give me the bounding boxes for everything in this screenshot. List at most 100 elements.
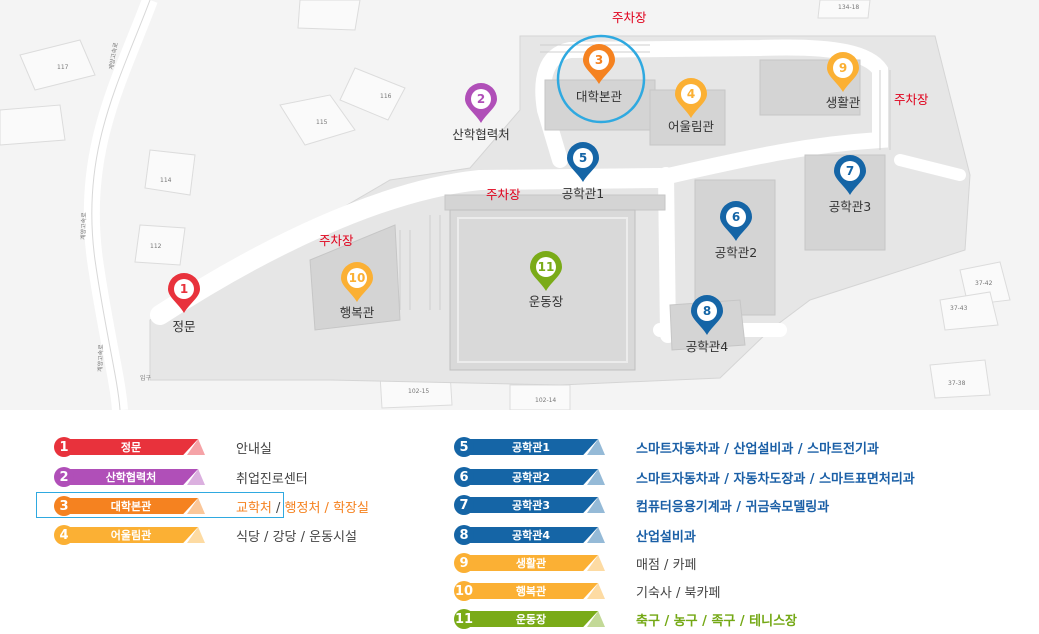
lot-number: 102-15 bbox=[408, 388, 429, 395]
map-building-label: 공학관2 bbox=[715, 245, 757, 260]
legend-description: 스마트자동차과 / 산업설비과 / 스마트전기과 bbox=[636, 441, 879, 457]
map-pin-dot bbox=[347, 268, 367, 288]
legend-building-name: 산학협력처 bbox=[64, 469, 198, 485]
legend-description: 취업진로센터 bbox=[236, 471, 308, 487]
map-pin-number: 11 bbox=[538, 260, 555, 274]
map-pin-number: 6 bbox=[732, 210, 740, 224]
map-pin-5[interactable]: 5 공학관1 bbox=[562, 142, 604, 201]
legend-description: 매점 / 카페 bbox=[636, 557, 697, 573]
lot-number: 115 bbox=[316, 119, 328, 126]
map-pin-number: 5 bbox=[579, 151, 587, 165]
map-pin-dot bbox=[840, 161, 860, 181]
legend-description: 교학처 / 행정처 / 학장실 bbox=[236, 497, 369, 516]
legend-number-badge: 10 bbox=[454, 581, 474, 601]
road-name: 계양고속로 bbox=[96, 344, 105, 372]
legend-building-name: 생활관 bbox=[464, 555, 598, 571]
building-eng1 bbox=[444, 194, 666, 211]
lot-number: 37-38 bbox=[948, 380, 966, 387]
map-pin-number: 9 bbox=[839, 61, 847, 75]
parking-label: 주차장 bbox=[612, 10, 647, 25]
surrounding-lots bbox=[0, 0, 1011, 410]
road-name: 계양고속로 bbox=[79, 212, 88, 240]
map-pin-number: 2 bbox=[477, 92, 485, 106]
legend-number-badge: 9 bbox=[454, 553, 474, 573]
legend-building-name: 운동장 bbox=[464, 611, 598, 627]
map-pin-dot bbox=[589, 50, 609, 70]
map-pin-dot bbox=[726, 207, 746, 227]
lot-number: 37-43 bbox=[950, 305, 968, 312]
legend-number-badge: 11 bbox=[454, 609, 474, 629]
legend-description: 컴퓨터응용기계과 / 귀금속모델링과 bbox=[636, 499, 830, 515]
map-building-label: 대학본관 bbox=[576, 89, 623, 104]
legend-description: 축구 / 농구 / 족구 / 테니스장 bbox=[636, 613, 797, 629]
map-pin-number: 1 bbox=[180, 282, 188, 296]
map-pin-number: 7 bbox=[846, 164, 854, 178]
parking-label: 주차장 bbox=[319, 233, 354, 248]
lot-number: 37-42 bbox=[975, 280, 993, 287]
map-pin-6[interactable]: 6 공학관2 bbox=[715, 201, 757, 260]
legend-number-badge: 2 bbox=[54, 467, 74, 487]
lot-number: 134-18 bbox=[838, 4, 859, 11]
map-pin-dot bbox=[174, 279, 194, 299]
legend-number-badge: 3 bbox=[54, 496, 74, 516]
map-pin-4[interactable]: 4 어울림관 bbox=[668, 78, 715, 134]
legend-highlight-box bbox=[36, 492, 284, 518]
campus-buildings bbox=[309, 59, 886, 351]
lot-number: 117 bbox=[57, 64, 69, 71]
lot-number: 112 bbox=[150, 243, 162, 250]
legend-description: 안내실 bbox=[236, 441, 272, 457]
map-pin-9[interactable]: 9 생활관 bbox=[826, 52, 861, 110]
map-pin-dot bbox=[536, 257, 556, 277]
map-building-label: 생활관 bbox=[826, 95, 861, 110]
map-pin-dot bbox=[573, 148, 593, 168]
legend-description: 식당 / 강당 / 운동시설 bbox=[236, 529, 357, 545]
map-pin-dot bbox=[697, 301, 717, 321]
lot-number: 입구 bbox=[140, 374, 152, 382]
parking-label: 주차장 bbox=[894, 92, 929, 107]
map-pin-number: 4 bbox=[687, 87, 695, 101]
legend-number-badge: 8 bbox=[454, 525, 474, 545]
legend-building-name: 정문 bbox=[64, 439, 198, 455]
map-pin-dot bbox=[681, 84, 701, 104]
legend-building-name: 공학관4 bbox=[464, 527, 598, 543]
map-building-label: 어울림관 bbox=[668, 119, 715, 134]
map-building-label: 공학관3 bbox=[829, 199, 871, 214]
legend-description-part: 행정처 / 학장실 bbox=[284, 500, 369, 516]
map-building-label: 운동장 bbox=[529, 294, 564, 309]
map-pin-1[interactable]: 1정문 bbox=[168, 273, 200, 334]
sports-field bbox=[449, 209, 636, 371]
legend-building-name: 공학관1 bbox=[464, 439, 598, 455]
map-pin-dot bbox=[833, 58, 853, 78]
map-building-label: 공학관4 bbox=[686, 339, 729, 354]
legend-description-part: 교학처 bbox=[236, 500, 272, 516]
legend-description: 스마트자동차과 / 자동차도장과 / 스마트표면처리과 bbox=[636, 471, 915, 487]
map-building-label: 공학관1 bbox=[562, 186, 604, 201]
lot-number: 114 bbox=[160, 177, 172, 184]
map-pin-7[interactable]: 7 공학관3 bbox=[829, 155, 871, 214]
legend-building-name: 공학관3 bbox=[464, 497, 598, 513]
legend-description-part: / bbox=[271, 500, 285, 516]
legend-number-badge: 6 bbox=[454, 467, 474, 487]
map-pin-11[interactable]: 11 운동장 bbox=[529, 251, 564, 309]
legend-building-name: 행복관 bbox=[464, 583, 598, 599]
